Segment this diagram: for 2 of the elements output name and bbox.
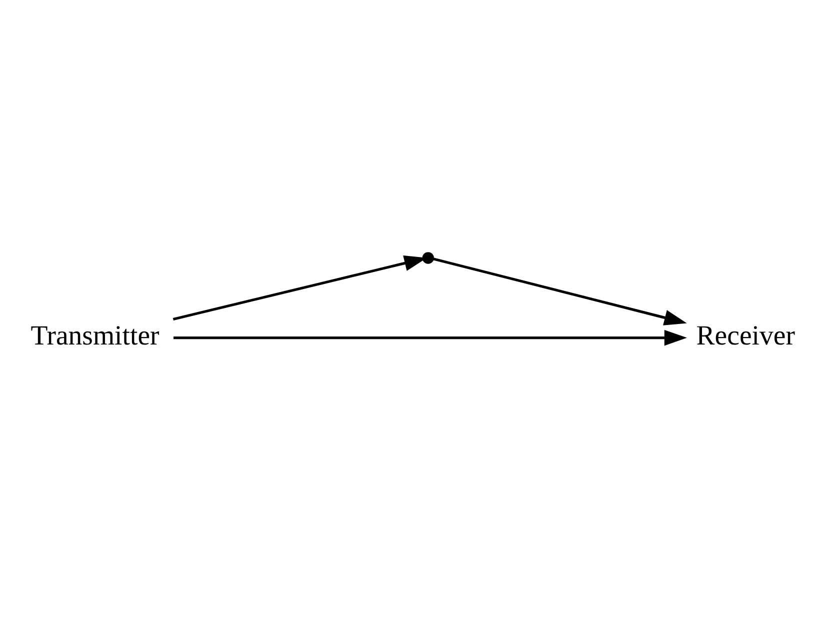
- node-text: Transmitter: [30, 320, 160, 352]
- node-text: Receiver: [696, 320, 795, 352]
